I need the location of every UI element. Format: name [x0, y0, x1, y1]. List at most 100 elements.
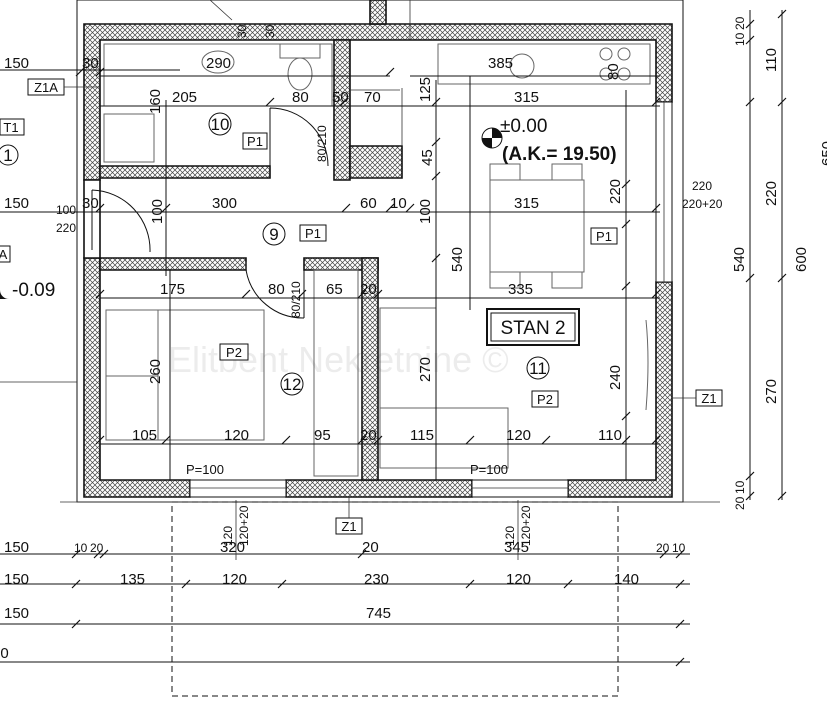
left-level: -0.09 — [12, 280, 55, 301]
unit-label-frame — [486, 308, 580, 346]
svg-text:100: 100 — [417, 199, 434, 224]
svg-text:00: 00 — [0, 645, 9, 662]
doors — [91, 107, 329, 319]
svg-text:50: 50 — [332, 89, 349, 106]
window-label-left: P=100 — [186, 462, 224, 477]
room-number: 11 — [529, 359, 547, 378]
tag-z1-right: Z1 — [701, 391, 716, 406]
svg-text:10: 10 — [733, 32, 747, 46]
tag-z1a: Z1A — [34, 80, 58, 95]
floor-code: P2 — [226, 345, 242, 360]
svg-text:20: 20 — [90, 541, 104, 555]
room-number: 10 — [211, 115, 230, 134]
svg-text:80/210: 80/210 — [289, 281, 303, 318]
wardrobe — [313, 269, 359, 477]
svg-text:345: 345 — [504, 539, 529, 556]
window-label-right: P=100 — [470, 462, 508, 477]
svg-text:385: 385 — [488, 55, 513, 72]
svg-text:60: 60 — [360, 195, 377, 212]
watermark: Elitbent Nekretnine © — [168, 339, 509, 380]
svg-text:105: 105 — [132, 427, 157, 444]
tag-a: A — [0, 247, 8, 262]
svg-text:70: 70 — [364, 89, 381, 106]
svg-text:120: 120 — [224, 427, 249, 444]
toilet — [287, 57, 313, 91]
svg-text:120: 120 — [506, 571, 531, 588]
room-10: 10 P1 — [208, 112, 268, 150]
svg-text:100: 100 — [149, 199, 166, 224]
room-number: 12 — [283, 375, 302, 394]
svg-text:540: 540 — [731, 247, 748, 272]
bottom-dimensions: 150 10 20 320 20 345 20 10 120 120+20 12… — [0, 505, 686, 662]
svg-text:175: 175 — [160, 281, 185, 298]
tv — [645, 319, 649, 411]
svg-text:140: 140 — [614, 571, 639, 588]
svg-text:540: 540 — [449, 247, 466, 272]
svg-text:100: 100 — [56, 203, 76, 217]
svg-text:300: 300 — [212, 195, 237, 212]
room-number: 9 — [269, 225, 278, 244]
terrace-outline — [171, 501, 619, 697]
svg-text:10: 10 — [390, 195, 407, 212]
svg-text:125: 125 — [417, 77, 434, 102]
svg-text:320: 320 — [220, 539, 245, 556]
svg-text:10: 10 — [733, 480, 747, 494]
left-level-marker: -0.09 — [0, 280, 55, 312]
svg-text:150: 150 — [4, 605, 29, 622]
svg-text:20: 20 — [360, 281, 377, 298]
tag-p1-right: P1 — [596, 229, 612, 244]
room-11: 11 P2 — [526, 356, 559, 408]
svg-text:220: 220 — [607, 179, 624, 204]
svg-text:220+20: 220+20 — [682, 197, 723, 211]
svg-text:30: 30 — [82, 55, 99, 72]
svg-text:120+20: 120+20 — [237, 505, 251, 546]
tag-z1-bottom: Z1 — [341, 519, 356, 534]
toilet-tank — [279, 43, 321, 59]
room-12: 12 P2 — [219, 343, 304, 396]
tag-circle: 1 — [3, 146, 12, 165]
svg-text:45: 45 — [419, 149, 436, 166]
svg-text:270: 270 — [763, 379, 780, 404]
svg-text:115: 115 — [410, 427, 434, 444]
svg-text:10: 10 — [672, 541, 686, 555]
floor-code: P1 — [247, 134, 263, 149]
svg-text:135: 135 — [120, 571, 145, 588]
svg-text:80: 80 — [292, 89, 309, 106]
window-bottom-left — [189, 479, 287, 498]
svg-text:150: 150 — [4, 195, 29, 212]
tags: Z1A T1 1 A Z1 Z1 P1 — [0, 78, 723, 535]
svg-text:650: 650 — [819, 141, 827, 166]
svg-text:20: 20 — [362, 539, 379, 556]
svg-text:745: 745 — [366, 605, 391, 622]
svg-text:120: 120 — [503, 526, 517, 546]
svg-text:220: 220 — [763, 181, 780, 206]
svg-text:315: 315 — [514, 195, 539, 212]
svg-text:110: 110 — [763, 48, 780, 72]
svg-text:205: 205 — [172, 89, 197, 106]
svg-text:150: 150 — [4, 571, 29, 588]
furniture — [103, 43, 651, 477]
washing-machine — [103, 113, 155, 163]
window-bottom-right — [471, 479, 569, 498]
stove-burner — [599, 47, 613, 61]
svg-text:80: 80 — [268, 281, 285, 298]
svg-text:120: 120 — [506, 427, 531, 444]
svg-text:20: 20 — [360, 427, 377, 444]
elevation-ak: (A.K.= 19.50) — [502, 144, 617, 165]
unit-label: STAN 2 — [500, 318, 565, 339]
svg-text:30: 30 — [235, 24, 249, 38]
svg-text:260: 260 — [147, 359, 164, 384]
svg-text:220: 220 — [56, 221, 76, 235]
sink — [201, 50, 235, 74]
floor-code: P2 — [537, 392, 553, 407]
dimension-lines — [0, 0, 783, 697]
dim-left-top: 150 — [4, 55, 29, 72]
bed — [105, 309, 265, 441]
svg-text:20: 20 — [733, 496, 747, 510]
right-dimensions: 20 10 110 220 220+20 220 540 600 270 10 … — [682, 16, 827, 510]
svg-text:160: 160 — [147, 89, 164, 114]
dimension-ticks — [71, 9, 787, 667]
floor-code: P1 — [305, 226, 321, 241]
dining-table — [489, 179, 585, 273]
